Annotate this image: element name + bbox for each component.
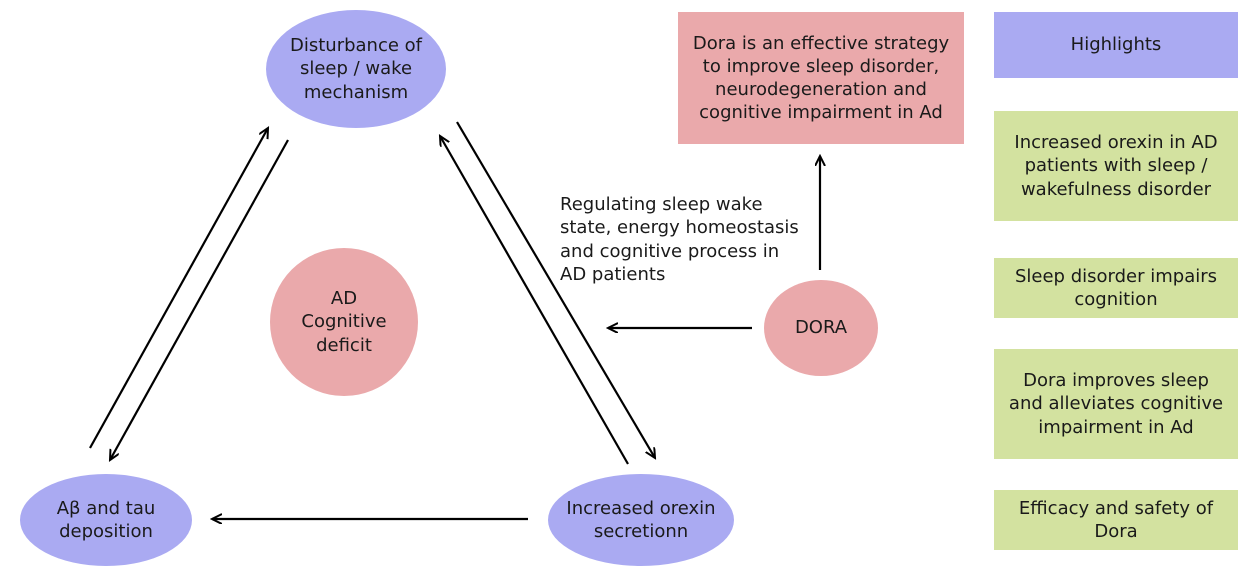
highlight-item-label: Dora improves sleep and alleviates cogni… [1008,369,1224,438]
ad-cognitive-deficit-node: AD Cognitive deficit [270,248,418,396]
highlight-item-label: Sleep disorder impairs cognition [1014,265,1218,310]
highlight-item: Efficacy and safety of Dora [994,490,1238,550]
abeta-tau-deposition-node: Aβ and tau deposition [20,474,192,566]
highlights-title-box: Highlights [994,12,1238,78]
arrow-abeta-to-sleep [89,128,268,449]
highlight-item: Dora improves sleep and alleviates cogni… [994,349,1238,459]
increased-orexin-node: Increased orexin secretionn [548,474,734,566]
sleep-wake-disturbance-label: Disturbance of sleep / wake mechanism [289,35,422,103]
highlight-item-label: Increased orexin in AD patients with sle… [1014,131,1218,200]
highlight-item: Increased orexin in AD patients with sle… [994,111,1238,221]
ad-cognitive-deficit-label: AD Cognitive deficit [301,288,387,356]
dora-label: DORA [794,317,848,339]
arrow-sleep-to-orexin [456,121,655,458]
dora-node: DORA [764,280,878,376]
increased-orexin-label: Increased orexin secretionn [566,497,716,542]
highlight-item: Sleep disorder impairs cognition [994,258,1238,318]
highlight-item-label: Efficacy and safety of Dora [1018,497,1214,542]
sleep-wake-disturbance-node: Disturbance of sleep / wake mechanism [266,10,446,128]
arrow-sleep-to-abeta [110,139,289,460]
dora-effect-box: Dora is an effective strategy to improve… [678,12,964,144]
regulating-annotation: Regulating sleep wake state, energy home… [560,194,799,286]
dora-effect-label: Dora is an effective strategy to improve… [692,32,950,124]
highlights-title: Highlights [1070,34,1162,56]
arrow-orexin-to-sleep [440,136,629,465]
abeta-tau-deposition-label: Aβ and tau deposition [56,497,156,542]
